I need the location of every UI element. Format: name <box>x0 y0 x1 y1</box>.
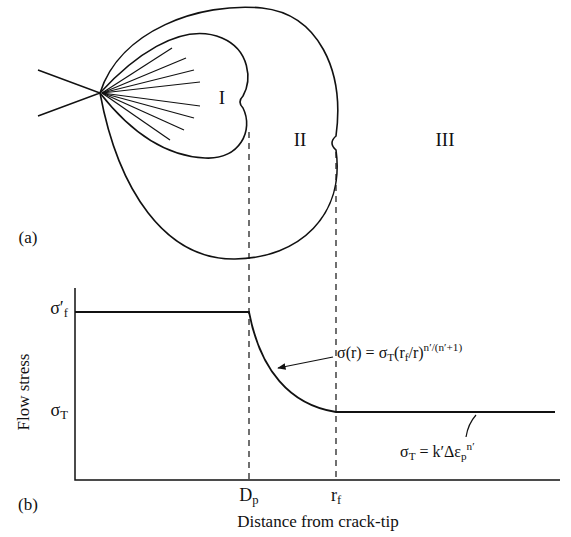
script-part: T <box>60 408 68 422</box>
script-part: p <box>461 450 467 462</box>
zone-boundary <box>100 7 338 259</box>
leader-line <box>278 357 333 368</box>
crack-flank <box>38 70 100 116</box>
zone-outline <box>96 28 256 164</box>
text-part: (a) <box>19 228 38 247</box>
script-part: f <box>337 493 341 507</box>
zone-label: II <box>294 130 307 151</box>
axis-title: Flow stress <box>15 354 34 431</box>
axis-value: rf <box>331 486 341 509</box>
script-part: n′/(n′+1) <box>424 341 463 353</box>
text-part: (b) <box>18 495 38 514</box>
text-part: /r) <box>409 344 424 361</box>
zone-label: III <box>436 130 455 151</box>
zone-label: I <box>219 88 225 109</box>
text-part: σ <box>51 400 61 420</box>
text-part: σ <box>400 443 409 460</box>
text-part: III <box>436 129 455 150</box>
axis-value: Dp <box>239 486 258 509</box>
text-part: Distance from crack-tip <box>237 512 398 531</box>
flow-stress-curve <box>75 312 555 412</box>
process-zone-outline: I <box>96 28 256 164</box>
axes <box>75 288 560 480</box>
equation: σ(r) = σT(rf/r)n′/(n′+1) <box>337 341 462 363</box>
text-part: = k′Δε <box>415 443 461 460</box>
dashed-guide <box>335 152 336 480</box>
text-part: σ′ <box>50 298 64 318</box>
axis-title: Distance from crack-tip <box>237 513 398 532</box>
script-part: n′ <box>467 440 475 452</box>
text-part: (r <box>394 344 405 361</box>
panel-label: (b) <box>18 496 38 515</box>
text-part: σ(r) = σ <box>337 344 387 361</box>
script-part: T <box>409 450 416 462</box>
script-part: f <box>405 351 409 363</box>
plastic-zone-outline: III <box>96 0 348 264</box>
text-part: Flow stress <box>14 354 33 431</box>
text-part: r <box>331 485 337 505</box>
script-part: f <box>64 306 68 320</box>
axis-value: σT <box>51 401 68 424</box>
equation: σT = k′Δεpn′ <box>400 440 475 462</box>
script-part: p <box>252 493 258 507</box>
script-part: T <box>387 351 394 363</box>
zone-outline <box>96 0 348 264</box>
text-part: D <box>239 485 252 505</box>
dashed-guide <box>248 132 249 480</box>
zone-boundary <box>100 34 248 159</box>
panel-label: (a) <box>19 229 38 248</box>
axis-value: σ′f <box>50 299 68 322</box>
leader-line <box>466 415 476 437</box>
